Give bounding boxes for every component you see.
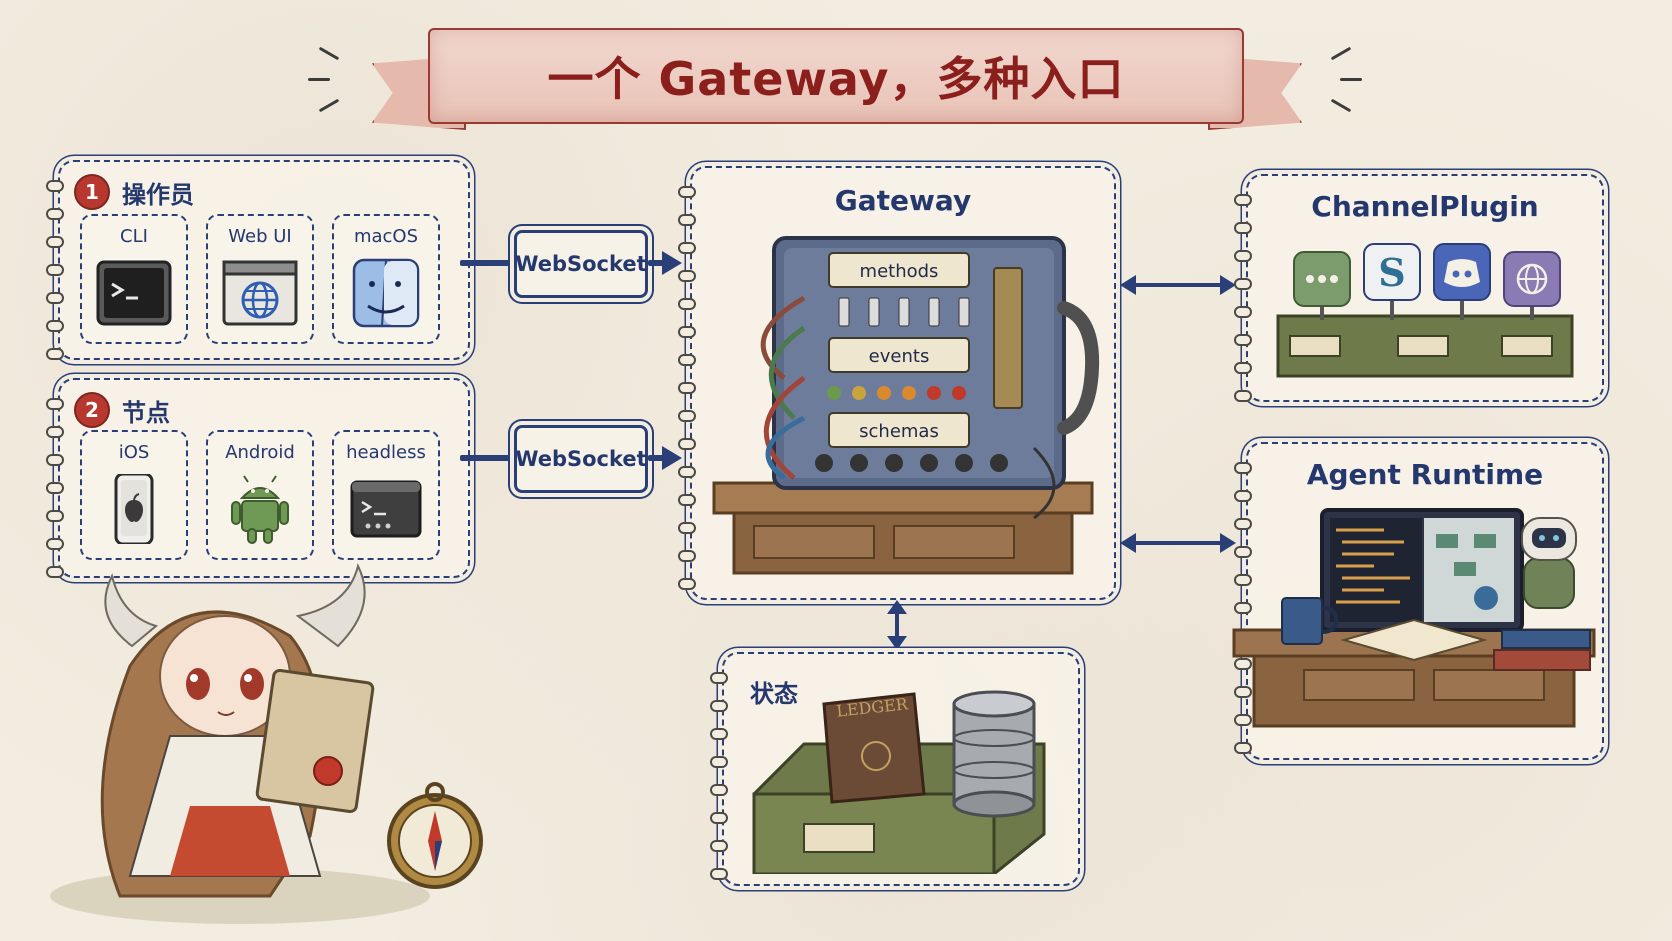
operators-badge: 1 <box>74 174 110 210</box>
terminal-window-icon <box>350 480 422 538</box>
web-globe-icon <box>1503 251 1561 307</box>
spark-mark <box>308 78 330 81</box>
switchboard-illustration <box>712 236 1100 575</box>
iphone-icon <box>114 474 154 544</box>
nodes-header: 2 节点 <box>74 392 170 428</box>
channelplugin-panel: ChannelPlugin S <box>1234 174 1604 402</box>
globe-browser-icon <box>222 260 298 326</box>
state-panel: 状态 LEDGER <box>710 652 1080 886</box>
headless-card: headless <box>332 430 440 560</box>
slack-s-icon: S <box>1363 243 1421 301</box>
operators-title: 操作员 <box>122 180 194 209</box>
operators-panel: 1 操作员 CLI Web UI macOS <box>46 160 470 360</box>
discord-icon <box>1433 243 1491 301</box>
gateway-title: Gateway <box>834 184 972 217</box>
state-crate-illustration <box>752 690 1046 874</box>
finder-icon <box>352 258 420 328</box>
binder-rings <box>46 180 64 360</box>
macos-card: macOS <box>332 214 440 344</box>
nodes-title: 节点 <box>122 398 170 427</box>
gateway-state-arrow <box>887 600 907 650</box>
ios-card: iOS <box>80 430 188 560</box>
state-title: 状态 <box>750 680 798 708</box>
gateway-channel-arrow <box>1120 275 1236 295</box>
binder-rings <box>46 398 64 578</box>
nodes-arrow-head <box>662 446 682 470</box>
nodes-websocket-box: WebSocket <box>514 425 648 493</box>
gateway-label-methods: methods <box>859 261 939 282</box>
macos-label: macOS <box>353 226 419 247</box>
operators-header: 1 操作员 <box>74 174 194 210</box>
cli-label: CLI <box>120 226 148 247</box>
binder-rings <box>1234 462 1252 754</box>
ios-label: iOS <box>118 442 150 463</box>
gateway-label-schemas: schemas <box>859 421 939 442</box>
cli-card: CLI <box>80 214 188 344</box>
agent-desk-illustration <box>1232 508 1596 728</box>
operators-ws-line-left <box>460 260 510 266</box>
android-card: Android <box>206 430 314 560</box>
channelplugin-title: ChannelPlugin <box>1311 190 1539 223</box>
operators-arrow-head <box>662 251 682 275</box>
android-robot-icon <box>231 475 289 544</box>
spark-mark <box>1340 78 1362 81</box>
plugin-tray-illustration <box>1276 294 1574 378</box>
terminal-icon <box>96 260 172 326</box>
nodes-badge: 2 <box>74 392 110 428</box>
operators-websocket-box: WebSocket <box>514 230 648 298</box>
binder-rings <box>1234 194 1252 402</box>
android-label: Android <box>225 442 295 463</box>
web-ui-label: Web UI <box>228 226 292 247</box>
web-ui-card: Web UI <box>206 214 314 344</box>
chat-bubble-icon <box>1293 251 1351 307</box>
nodes-ws-line-left <box>460 455 510 461</box>
agent-runtime-title: Agent Runtime <box>1306 458 1544 491</box>
binder-rings <box>678 186 696 590</box>
title-banner: 一个 Gateway，多种入口 <box>428 28 1244 124</box>
nodes-ws-line-right <box>648 455 666 461</box>
binder-rings <box>710 672 728 880</box>
svg-text:S: S <box>1378 250 1405 295</box>
mascot-illustration <box>50 563 483 924</box>
gateway-agent-arrow <box>1120 533 1236 553</box>
headless-label: headless <box>346 442 426 463</box>
operators-ws-line-right <box>648 260 666 266</box>
gateway-panel: Gateway meth <box>678 166 1116 600</box>
gateway-label-events: events <box>868 346 930 367</box>
page-title: 一个 Gateway，多种入口 <box>547 52 1125 106</box>
nodes-panel: 2 节点 iOS Android headless <box>46 378 470 578</box>
agent-runtime-panel: Agent Runtime <box>1232 442 1604 760</box>
